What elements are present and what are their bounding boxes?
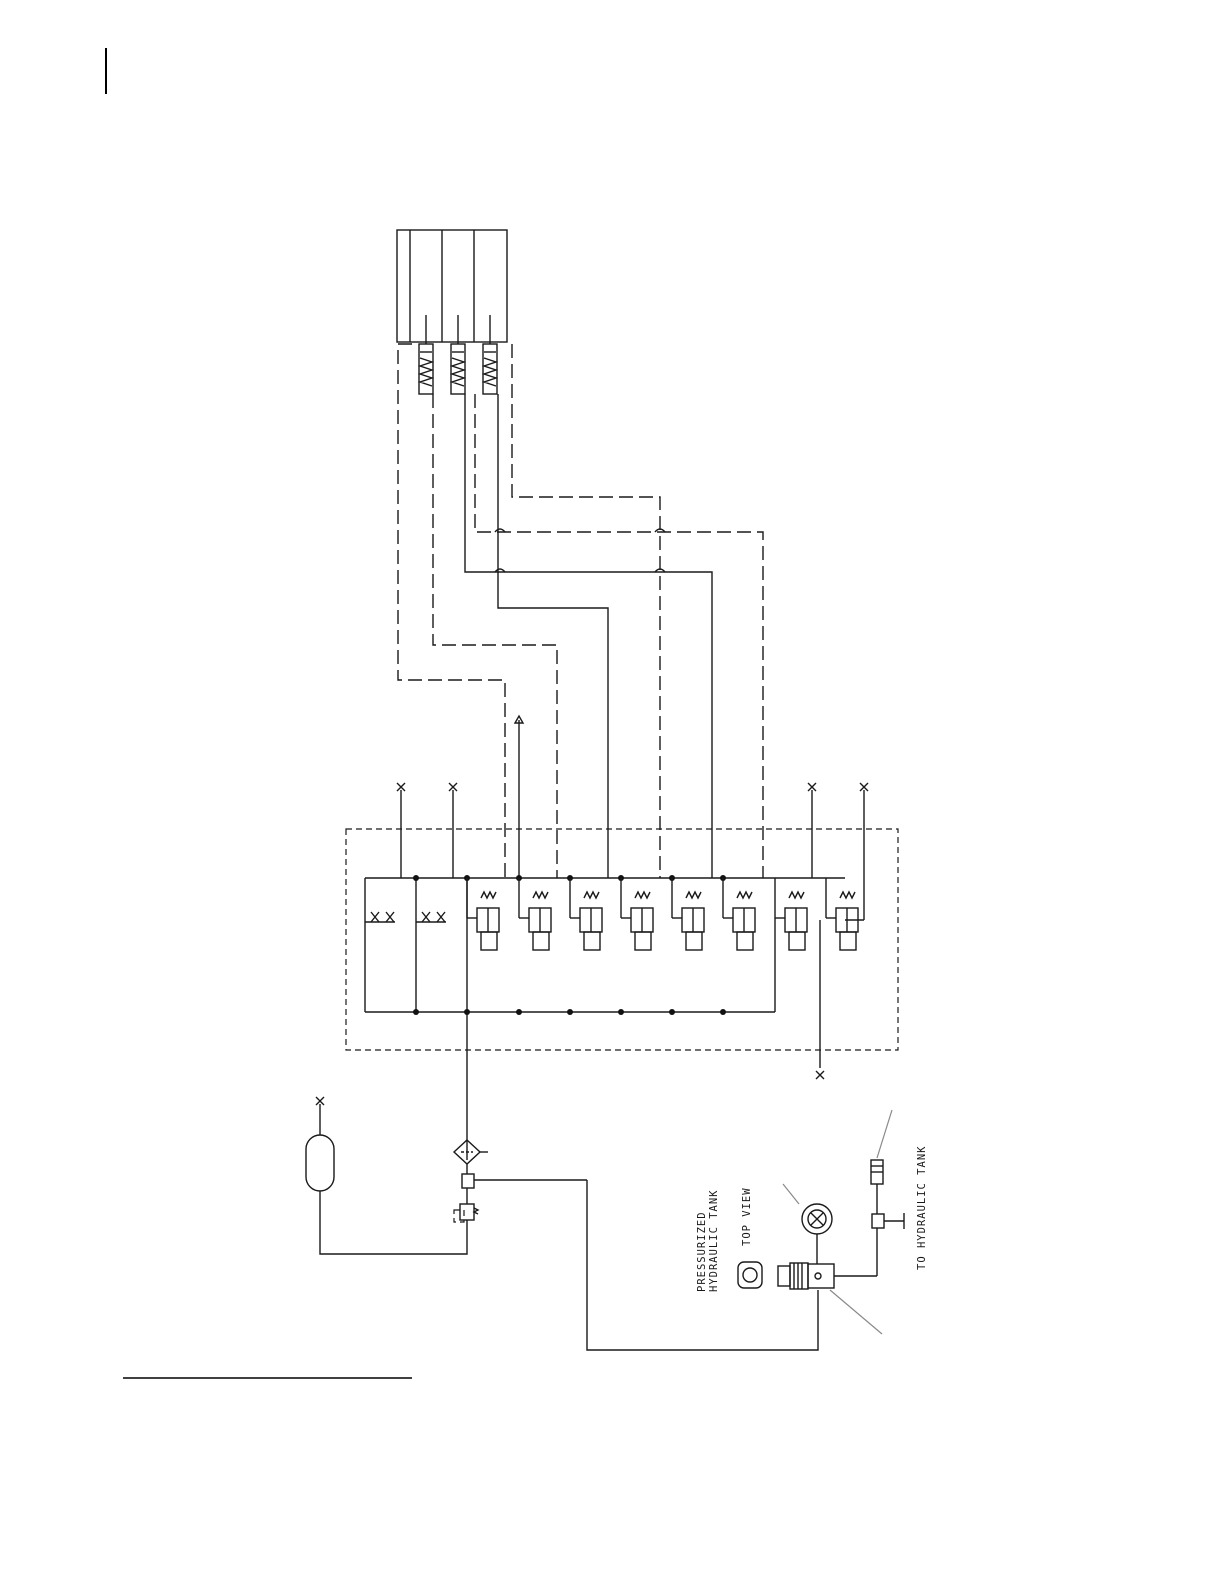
label-pressurized: PRESSURIZED	[696, 1211, 708, 1292]
accumulator	[306, 1097, 467, 1254]
tank-valve-assembly	[778, 1234, 882, 1334]
right-ports	[808, 783, 868, 1079]
cylinder-1	[419, 315, 433, 394]
tank-top-view	[783, 1184, 832, 1234]
check-valve-tee	[462, 1174, 818, 1350]
solenoid-valve-4	[621, 878, 653, 950]
valve-manifold-boundary	[346, 829, 898, 1050]
label-top-view: TOP VIEW	[741, 1187, 753, 1246]
filter	[454, 1140, 488, 1174]
tank-return-fitting	[871, 1110, 904, 1276]
solenoid-valve-2	[519, 878, 551, 950]
manual-valve-1	[365, 783, 405, 922]
solenoid-valve-3	[570, 878, 602, 950]
solenoid-valve-6	[723, 878, 755, 950]
cylinder-2	[451, 315, 465, 394]
tank-filler-cap	[738, 1262, 762, 1288]
cylinder-3	[483, 315, 497, 394]
relief-valve	[454, 1204, 478, 1222]
solenoid-valve-1	[467, 878, 499, 950]
manifold-bus-lines	[365, 878, 845, 1160]
solenoid-valve-5	[672, 878, 704, 950]
label-hydraulic-tank: HYDRAULIC TANK	[708, 1189, 720, 1292]
solenoid-valve-8	[826, 878, 858, 950]
label-to-hydraulic-tank: TO HYDRAULIC TANK	[916, 1146, 928, 1270]
manual-valve-2	[416, 783, 457, 922]
solenoid-valve-7	[775, 878, 807, 1012]
